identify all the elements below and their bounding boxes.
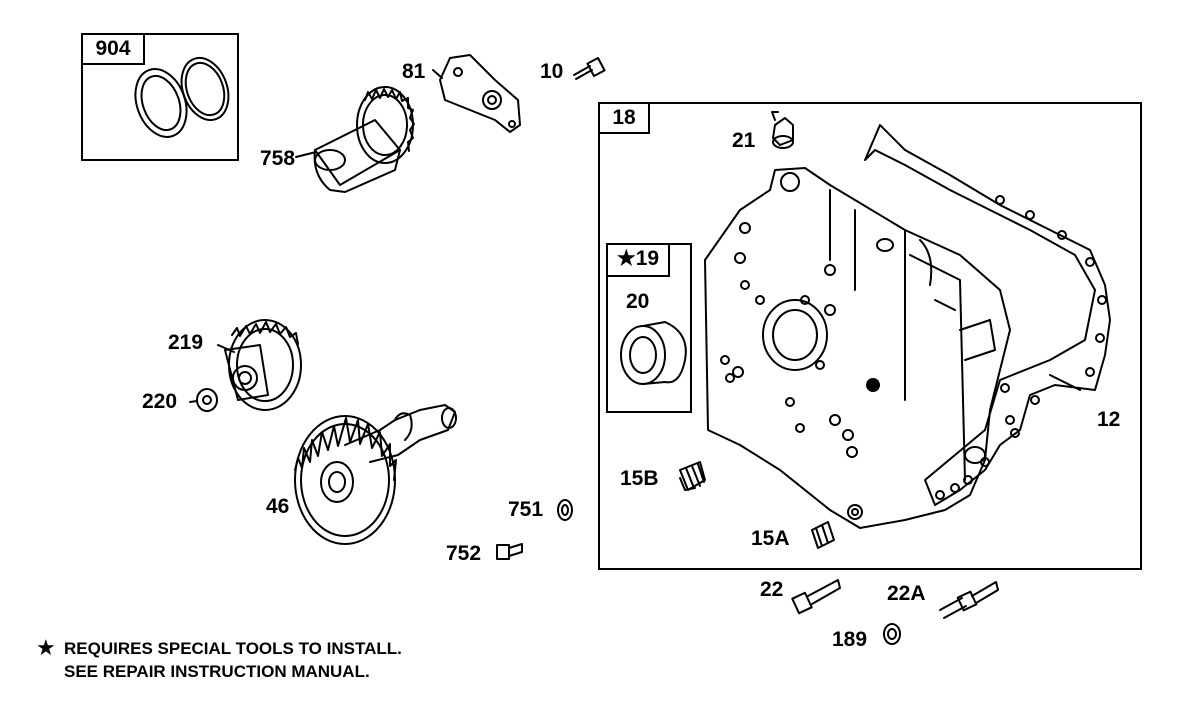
star-icon: ★: [616, 247, 636, 270]
part-label-219: 219: [168, 331, 204, 354]
note-star-icon: ★: [36, 635, 56, 660]
part-label-15B: 15B: [620, 467, 659, 490]
small-washer-illustration: [557, 499, 573, 521]
part-label-220: 220: [142, 390, 178, 413]
part-label-15A: 15A: [751, 527, 790, 550]
crankcase-kit-frame: [598, 102, 1142, 570]
bolt-illustration: [496, 543, 523, 560]
part-label-10: 10: [540, 60, 564, 83]
washer-illustration: [196, 388, 218, 412]
kit-label-19-number: 19: [635, 247, 660, 270]
governor-bracket-illustration: [439, 54, 521, 133]
kit-label-18: 18: [598, 102, 650, 134]
stud-illustration: [939, 581, 999, 619]
part-label-46: 46: [266, 495, 290, 518]
part-label-22A: 22A: [887, 582, 926, 605]
note-line-2: SEE REPAIR INSTRUCTION MANUAL.: [64, 662, 370, 681]
ring-kit-frame: [81, 33, 239, 161]
part-label-752: 752: [446, 542, 482, 565]
plug-b-illustration: [679, 461, 706, 491]
part-label-758: 758: [260, 147, 296, 170]
long-bolt-illustration: [791, 579, 841, 615]
fitting-illustration: [771, 111, 794, 149]
part-label-12: 12: [1097, 408, 1121, 431]
governor-gear-illustration: [313, 86, 415, 193]
part-label-21: 21: [732, 129, 756, 152]
part-label-751: 751: [508, 498, 544, 521]
oil-seal-illustration: [620, 321, 687, 385]
governor-assembly-illustration: [224, 319, 302, 411]
part-label-189: 189: [832, 628, 868, 651]
note-line-1: REQUIRES SPECIAL TOOLS TO INSTALL.: [64, 639, 402, 658]
part-label-22: 22: [760, 578, 784, 601]
screw-illustration: [573, 57, 606, 80]
plug-a-illustration: [811, 521, 835, 549]
camshaft-illustration: [294, 404, 457, 545]
kit-label-19: ★19: [606, 243, 670, 277]
leader-lines: [189, 69, 1081, 403]
ring-kit-illustration: [134, 57, 230, 138]
part-label-20: 20: [626, 290, 650, 313]
part-label-81: 81: [402, 60, 426, 83]
crankcase-cover-illustration: [704, 167, 1015, 529]
washer-189-illustration: [883, 623, 901, 645]
kit-label-904: 904: [81, 33, 145, 65]
gasket-illustration: [864, 124, 1111, 506]
